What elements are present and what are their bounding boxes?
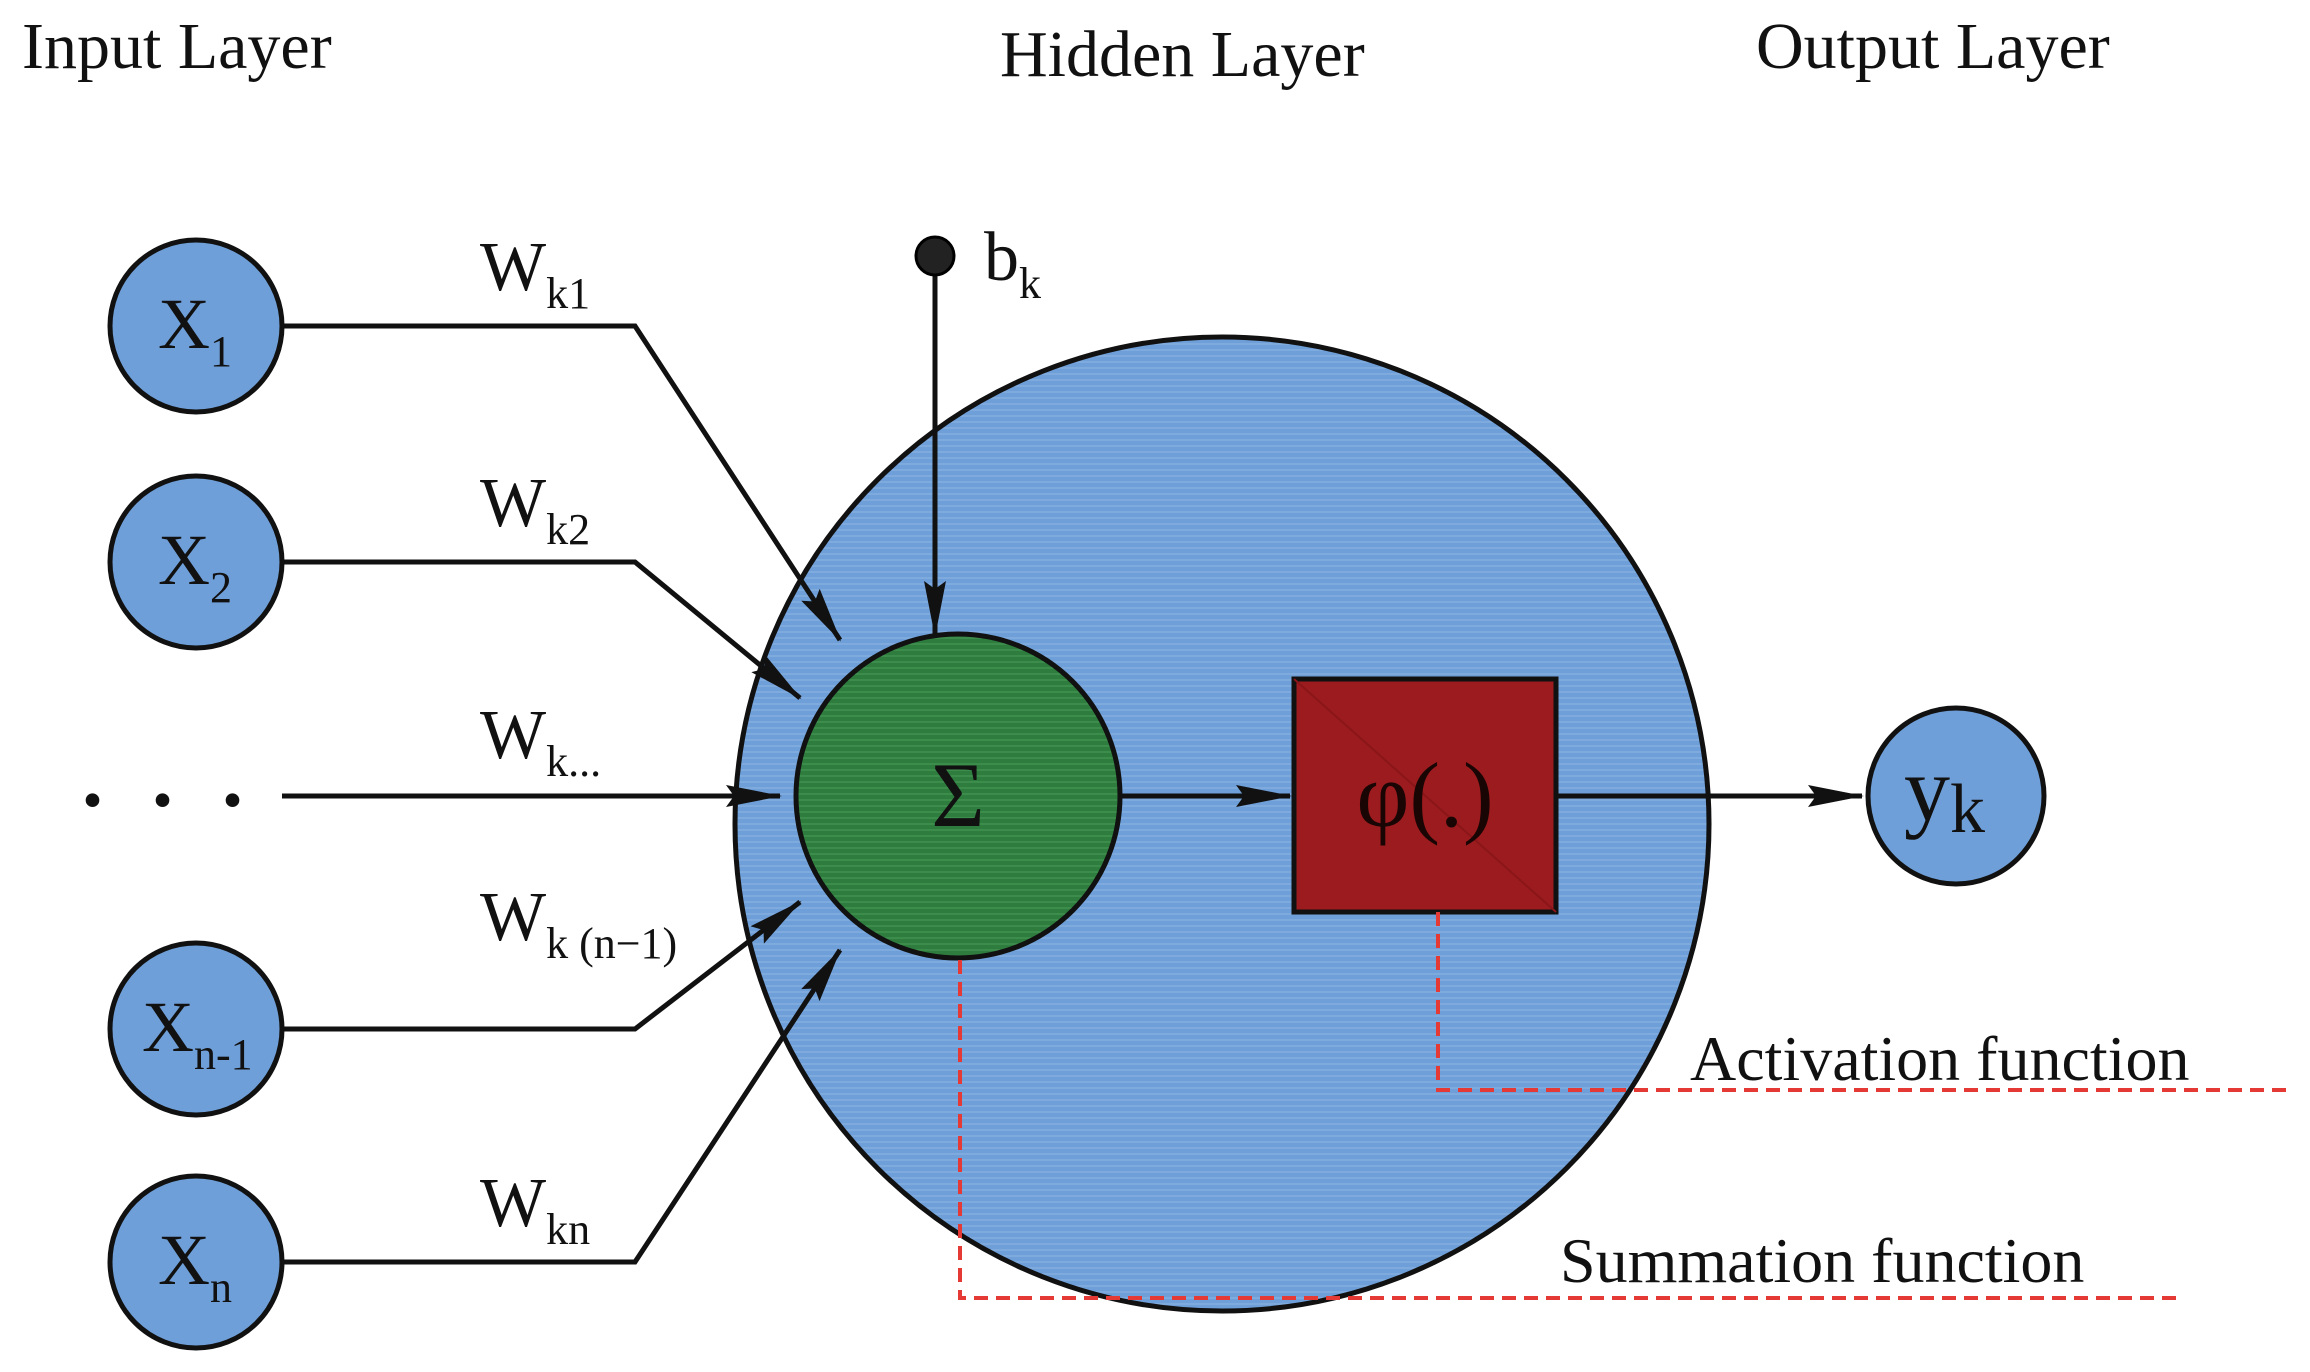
input-node-1-label: X: [158, 284, 210, 364]
svg-text:X1: X1: [158, 284, 232, 376]
svg-text:Xn-1: Xn-1: [142, 987, 253, 1079]
bias-dot: [914, 235, 956, 277]
weighted-connections: [282, 256, 1864, 1265]
input-node-2-label: X: [158, 520, 210, 600]
connection-x1: [282, 323, 843, 642]
activation-node: φ(.): [1291, 676, 1559, 915]
summation-node: Σ: [793, 631, 1123, 961]
input-node-1: X1: [107, 237, 285, 415]
bias-label: bk: [984, 219, 1041, 308]
output-layer-title: Output Layer: [1756, 10, 2110, 83]
input-node-n: Xn: [107, 1173, 285, 1351]
output-label: y: [1904, 738, 1950, 840]
input-node-1-sub: 1: [210, 327, 232, 376]
input-node-n-sub: n: [210, 1263, 232, 1312]
hidden-neuron: [732, 334, 1712, 1314]
svg-text:yk: yk: [1904, 738, 1985, 848]
weight-label-kdots: Wk...: [480, 697, 601, 786]
summation-leader: [958, 960, 2182, 1300]
output-sub: k: [1950, 771, 1985, 848]
svg-text:X2: X2: [158, 520, 232, 612]
input-node-2-sub: 2: [210, 563, 232, 612]
activation-symbol: φ(.): [1356, 744, 1493, 846]
connection-x2: [282, 559, 802, 700]
connection-xn1: [282, 900, 802, 1032]
input-node-2: X2: [107, 473, 285, 651]
output-node: yk: [1865, 705, 2047, 887]
summation-symbol: Σ: [931, 744, 985, 846]
summation-function-label: Summation function: [1560, 1225, 2084, 1296]
weight-label-kn: Wkn: [480, 1165, 590, 1254]
annotation-leaders: [958, 912, 2290, 1300]
activation-leader: [1436, 912, 2290, 1092]
weight-label-k2: Wk2: [480, 465, 590, 554]
activation-function-label: Activation function: [1690, 1023, 2189, 1094]
input-layer-title: Input Layer: [22, 10, 332, 83]
input-node-n-label: X: [158, 1220, 210, 1300]
input-ellipsis: . . .: [82, 732, 257, 825]
hidden-layer-title: Hidden Layer: [1000, 18, 1365, 91]
input-node-n1-sub: n-1: [194, 1030, 253, 1079]
weight-label-kn1: Wk (n−1): [480, 879, 677, 968]
connection-xn: [282, 948, 843, 1265]
svg-text:Xn: Xn: [158, 1220, 232, 1312]
input-node-n1-label: X: [142, 987, 194, 1067]
input-node-n-minus-1: Xn-1: [107, 940, 285, 1118]
weight-label-k1: Wk1: [480, 229, 590, 318]
